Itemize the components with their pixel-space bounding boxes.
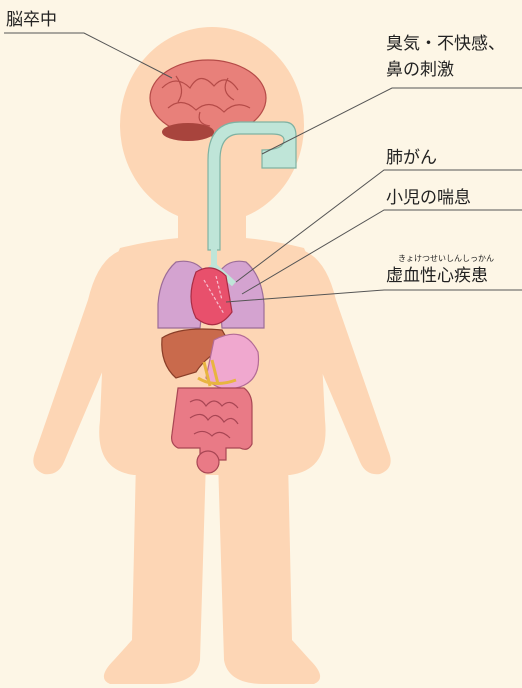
label-asthma: 小児の喘息 <box>386 188 471 208</box>
label-ihd: 虚血性心疾患 <box>386 266 488 286</box>
label-stroke: 脳卒中 <box>6 10 57 30</box>
label-lung-cancer: 肺がん <box>386 148 437 168</box>
right-leg-shape <box>218 460 320 684</box>
left-leg-shape <box>104 460 206 684</box>
heart-illustration <box>191 268 232 325</box>
label-odor-line1: 臭気・不快感、 <box>386 34 505 54</box>
label-odor-line2: 鼻の刺激 <box>386 60 454 80</box>
label-ihd-reading: きょけつせいしんしっかん <box>398 254 494 263</box>
